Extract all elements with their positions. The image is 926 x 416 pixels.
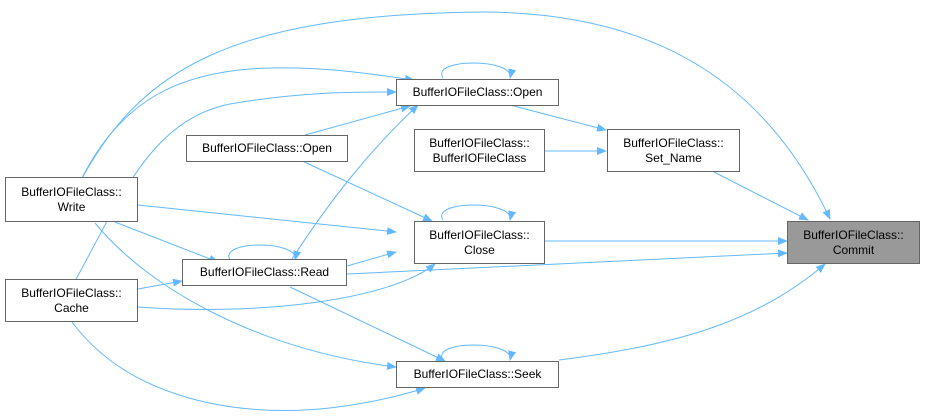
node-read-line1: BufferIOFileClass::Read (199, 265, 330, 279)
edge-openb-close (299, 159, 433, 222)
node-open-overload-line1: BufferIOFileClass::Open (202, 141, 332, 155)
node-commit-line1: BufferIOFileClass:: (803, 227, 904, 242)
edge-cache-close (137, 263, 436, 310)
edge-read-open (289, 104, 419, 263)
node-seek[interactable]: BufferIOFileClass::Seek (396, 361, 559, 388)
edge-open-self (441, 62, 517, 79)
node-constructor[interactable]: BufferIOFileClass:: BufferIOFileClass (414, 129, 545, 172)
node-commit-line2: Commit (832, 242, 875, 257)
edge-write-close (137, 204, 397, 236)
node-open-main-line1: BufferIOFileClass::Open (412, 85, 543, 99)
edge-openb-open (304, 104, 411, 136)
edge-seek-self (441, 344, 517, 361)
edge-read-seek (289, 286, 446, 362)
node-constructor-line2: BufferIOFileClass (432, 150, 527, 165)
node-open-overload[interactable]: BufferIOFileClass::Open (186, 135, 348, 162)
node-set-name-line2: Set_Name (645, 150, 702, 165)
node-read[interactable]: BufferIOFileClass::Read (182, 259, 347, 286)
node-set-name[interactable]: BufferIOFileClass:: Set_Name (607, 129, 740, 172)
edge-write-seek (94, 222, 397, 370)
edge-cache-read (137, 278, 183, 290)
node-open-main[interactable]: BufferIOFileClass::Open (396, 79, 559, 106)
node-close-line2: Close (464, 242, 495, 257)
edge-read-close (346, 250, 397, 267)
edge-write-commit (79, 11, 831, 220)
node-close[interactable]: BufferIOFileClass:: Close (414, 221, 545, 264)
edge-setname-commit (713, 171, 809, 221)
edge-close-self (441, 204, 517, 221)
node-cache-line1: BufferIOFileClass:: (21, 285, 122, 300)
node-constructor-line1: BufferIOFileClass:: (429, 135, 530, 150)
edge-write-open (79, 67, 415, 183)
node-write[interactable]: BufferIOFileClass:: Write (5, 177, 138, 222)
edge-cache-seek (71, 321, 426, 412)
node-cache[interactable]: BufferIOFileClass:: Cache (5, 279, 138, 322)
node-commit: BufferIOFileClass:: Commit (787, 221, 920, 264)
edge-open-setname (509, 104, 607, 132)
node-seek-line1: BufferIOFileClass::Seek (413, 367, 542, 381)
node-write-line2: Write (57, 199, 86, 214)
edge-read-self (228, 244, 302, 261)
node-cache-line2: Cache (54, 300, 89, 315)
edge-read-commit (346, 249, 788, 275)
edge-write-read (114, 221, 219, 263)
edge-seek-commit (558, 263, 826, 361)
node-close-line1: BufferIOFileClass:: (429, 227, 530, 242)
node-set-name-line1: BufferIOFileClass:: (623, 135, 724, 150)
node-write-line1: BufferIOFileClass:: (21, 184, 122, 199)
